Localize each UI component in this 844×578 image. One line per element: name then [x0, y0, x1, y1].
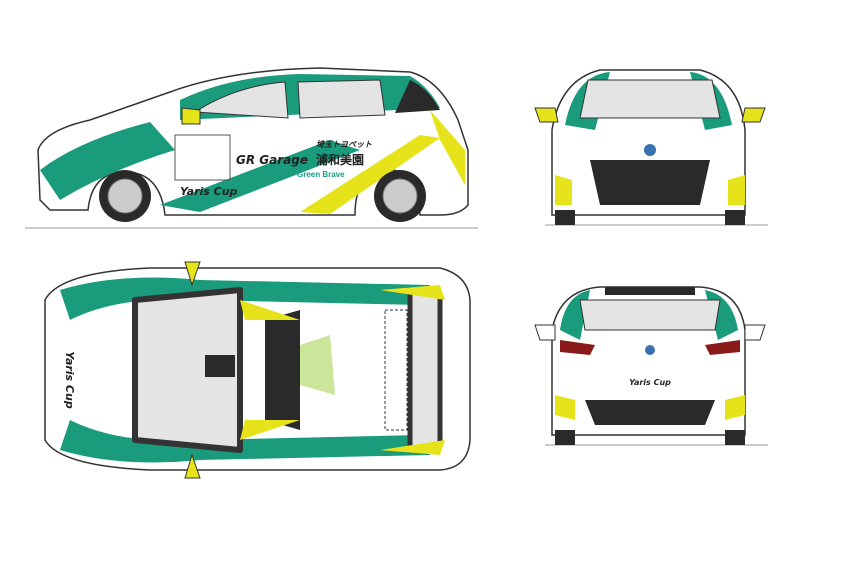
side-view: 埼玉トヨペット GR Garage 浦和美園 Green Brave Yaris…: [25, 67, 478, 229]
tail-lights: [560, 340, 740, 355]
top-view: Yaris Cup: [44, 261, 471, 479]
side-door-stripe: [160, 140, 360, 212]
rear-green-pillars: [560, 290, 738, 340]
side-quarter-window: [395, 80, 440, 113]
team-mascot-graphic: [300, 335, 335, 395]
garage-label: GR Garage: [236, 153, 308, 167]
rear-window: [579, 299, 721, 331]
top-mirror-mount: [205, 355, 235, 377]
rear-diffuser: [585, 400, 715, 425]
side-rear-window: [297, 79, 386, 119]
front-right-tire: [725, 210, 745, 225]
side-mirror: [181, 107, 201, 125]
side-rear-yellow: [430, 110, 465, 185]
windshield: [579, 79, 721, 119]
team-label: Green Brave: [297, 170, 345, 179]
top-roof-hatch: [265, 310, 300, 430]
side-front-rim: [107, 178, 143, 214]
cup-label: Yaris Cup: [180, 185, 238, 198]
toyota-emblem: [644, 144, 656, 156]
rear-left-tire: [555, 430, 575, 445]
side-rear-rim: [382, 178, 418, 214]
top-pattern-band: [384, 309, 408, 431]
side-door-panel: [174, 134, 231, 181]
rear-yellow-accents: [555, 395, 745, 420]
dealer-label: 埼玉トヨペット: [316, 140, 372, 149]
side-front-stripe: [40, 122, 175, 200]
top-upper-green: [60, 277, 430, 320]
rear-view: Yaris Cup: [534, 286, 768, 446]
top-windshield: [132, 287, 243, 453]
side-yellow-stripe: [300, 135, 440, 214]
front-left-tire: [555, 210, 575, 225]
front-view: [534, 69, 768, 226]
rear-right-tire: [725, 430, 745, 445]
rear-emblem: [645, 345, 655, 355]
front-grille: [590, 160, 710, 205]
top-rear-window: [407, 287, 443, 453]
side-front-window: [193, 81, 289, 119]
rear-mirrors: [534, 324, 766, 341]
front-mirrors: [534, 107, 766, 123]
hood-cup-label: Yaris Cup: [63, 351, 76, 409]
garage-location: 浦和美園: [316, 152, 364, 167]
rear-cup-label: Yaris Cup: [629, 378, 671, 387]
rear-spoiler: [605, 287, 695, 295]
top-mirrors: [184, 261, 201, 479]
top-lower-green: [60, 420, 430, 463]
